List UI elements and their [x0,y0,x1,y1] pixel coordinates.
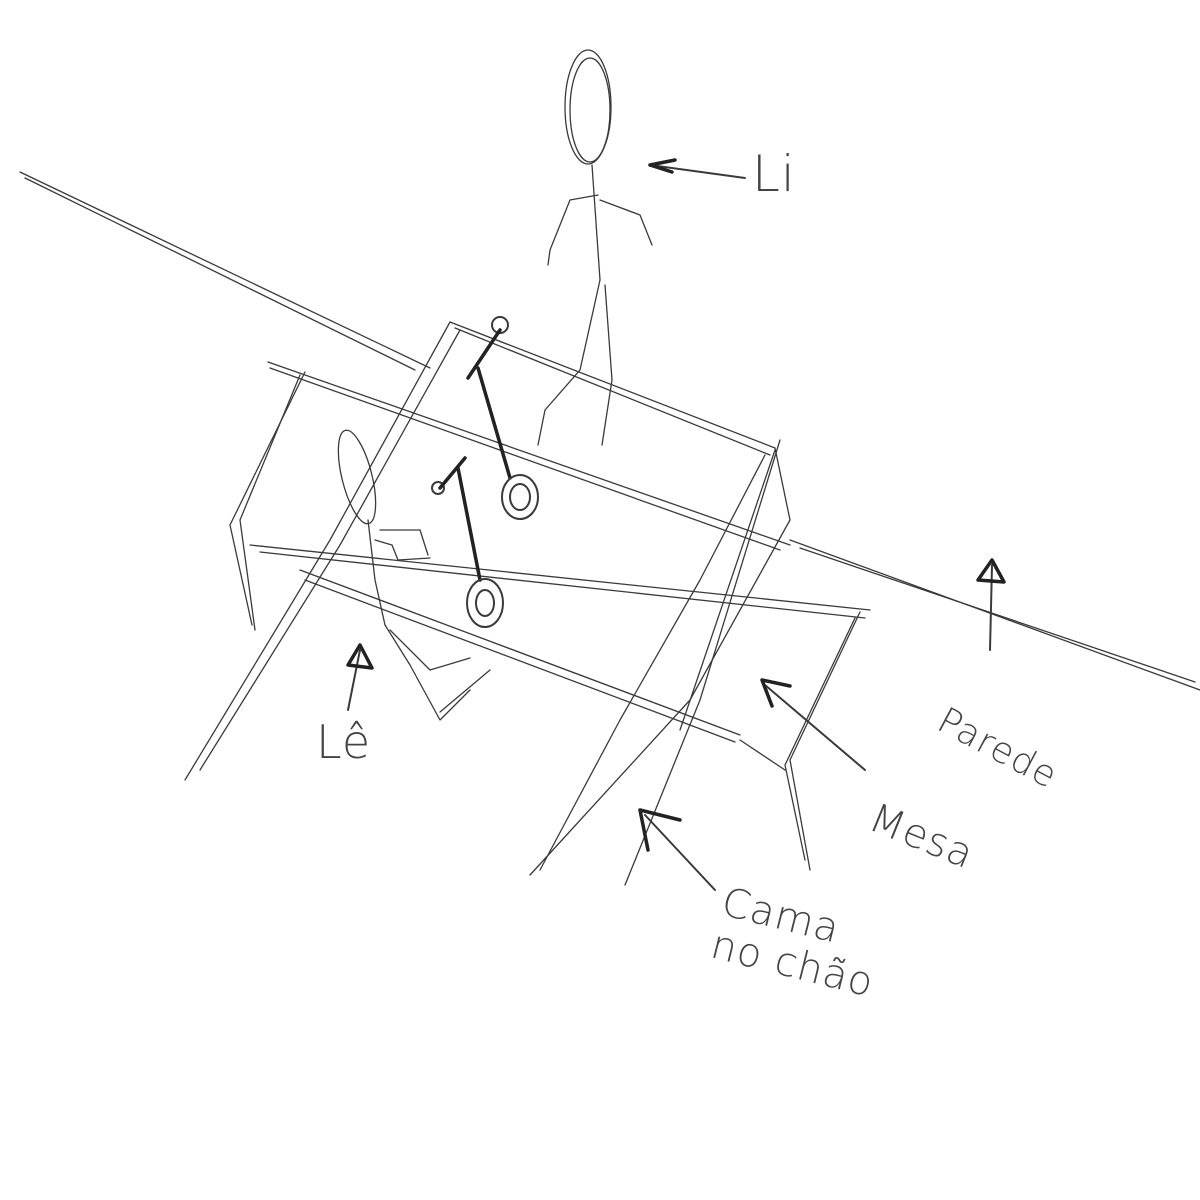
arrow-cama [638,808,716,891]
wall-line [19,171,1200,691]
label-li: Li [752,145,796,203]
arrow-mesa [760,678,866,771]
arrow-parede [976,558,1006,651]
arrow-le [346,643,374,711]
floor-bed [184,321,791,886]
table [229,361,871,871]
figure-le [337,429,491,721]
figure-li [537,49,653,446]
music-notes [431,316,539,628]
label-le: Lê [316,715,372,769]
arrow-li [648,158,746,179]
